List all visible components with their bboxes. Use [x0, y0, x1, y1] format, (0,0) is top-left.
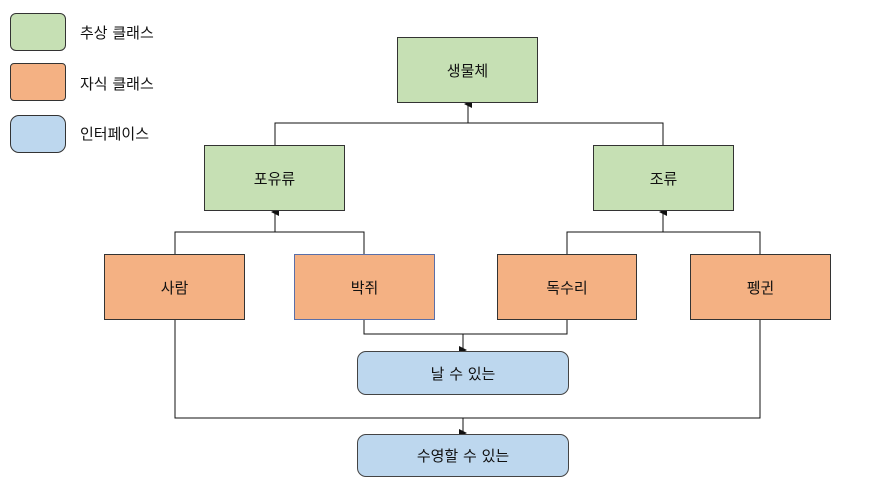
- legend-child-swatch: [10, 63, 66, 101]
- legend-abstract-label: 추상 클래스: [80, 24, 154, 42]
- legend-interface-swatch: [10, 115, 66, 153]
- node-mammal: 포유류: [204, 145, 345, 211]
- edge-mammal-bird-organism: [274, 122, 664, 145]
- node-human: 사람: [104, 254, 245, 320]
- edge-eagle-penguin-bird: [566, 231, 761, 254]
- node-organism: 생물체: [397, 37, 538, 103]
- node-bat: 박쥐: [294, 254, 435, 320]
- legend-interface-label: 인터페이스: [80, 125, 150, 143]
- node-eagle: 독수리: [497, 254, 637, 320]
- edge-human-bat-mammal: [174, 231, 365, 254]
- node-can-swim: 수영할 수 있는: [357, 434, 569, 477]
- edge-bat-eagle-canfly: [363, 320, 568, 335]
- node-bird: 조류: [593, 145, 734, 211]
- legend-abstract-swatch: [10, 13, 66, 51]
- node-penguin: 펭귄: [690, 254, 831, 320]
- edge-human-penguin-canswim: [174, 320, 761, 419]
- node-can-fly: 날 수 있는: [357, 351, 569, 395]
- legend-child-label: 자식 클래스: [80, 75, 154, 93]
